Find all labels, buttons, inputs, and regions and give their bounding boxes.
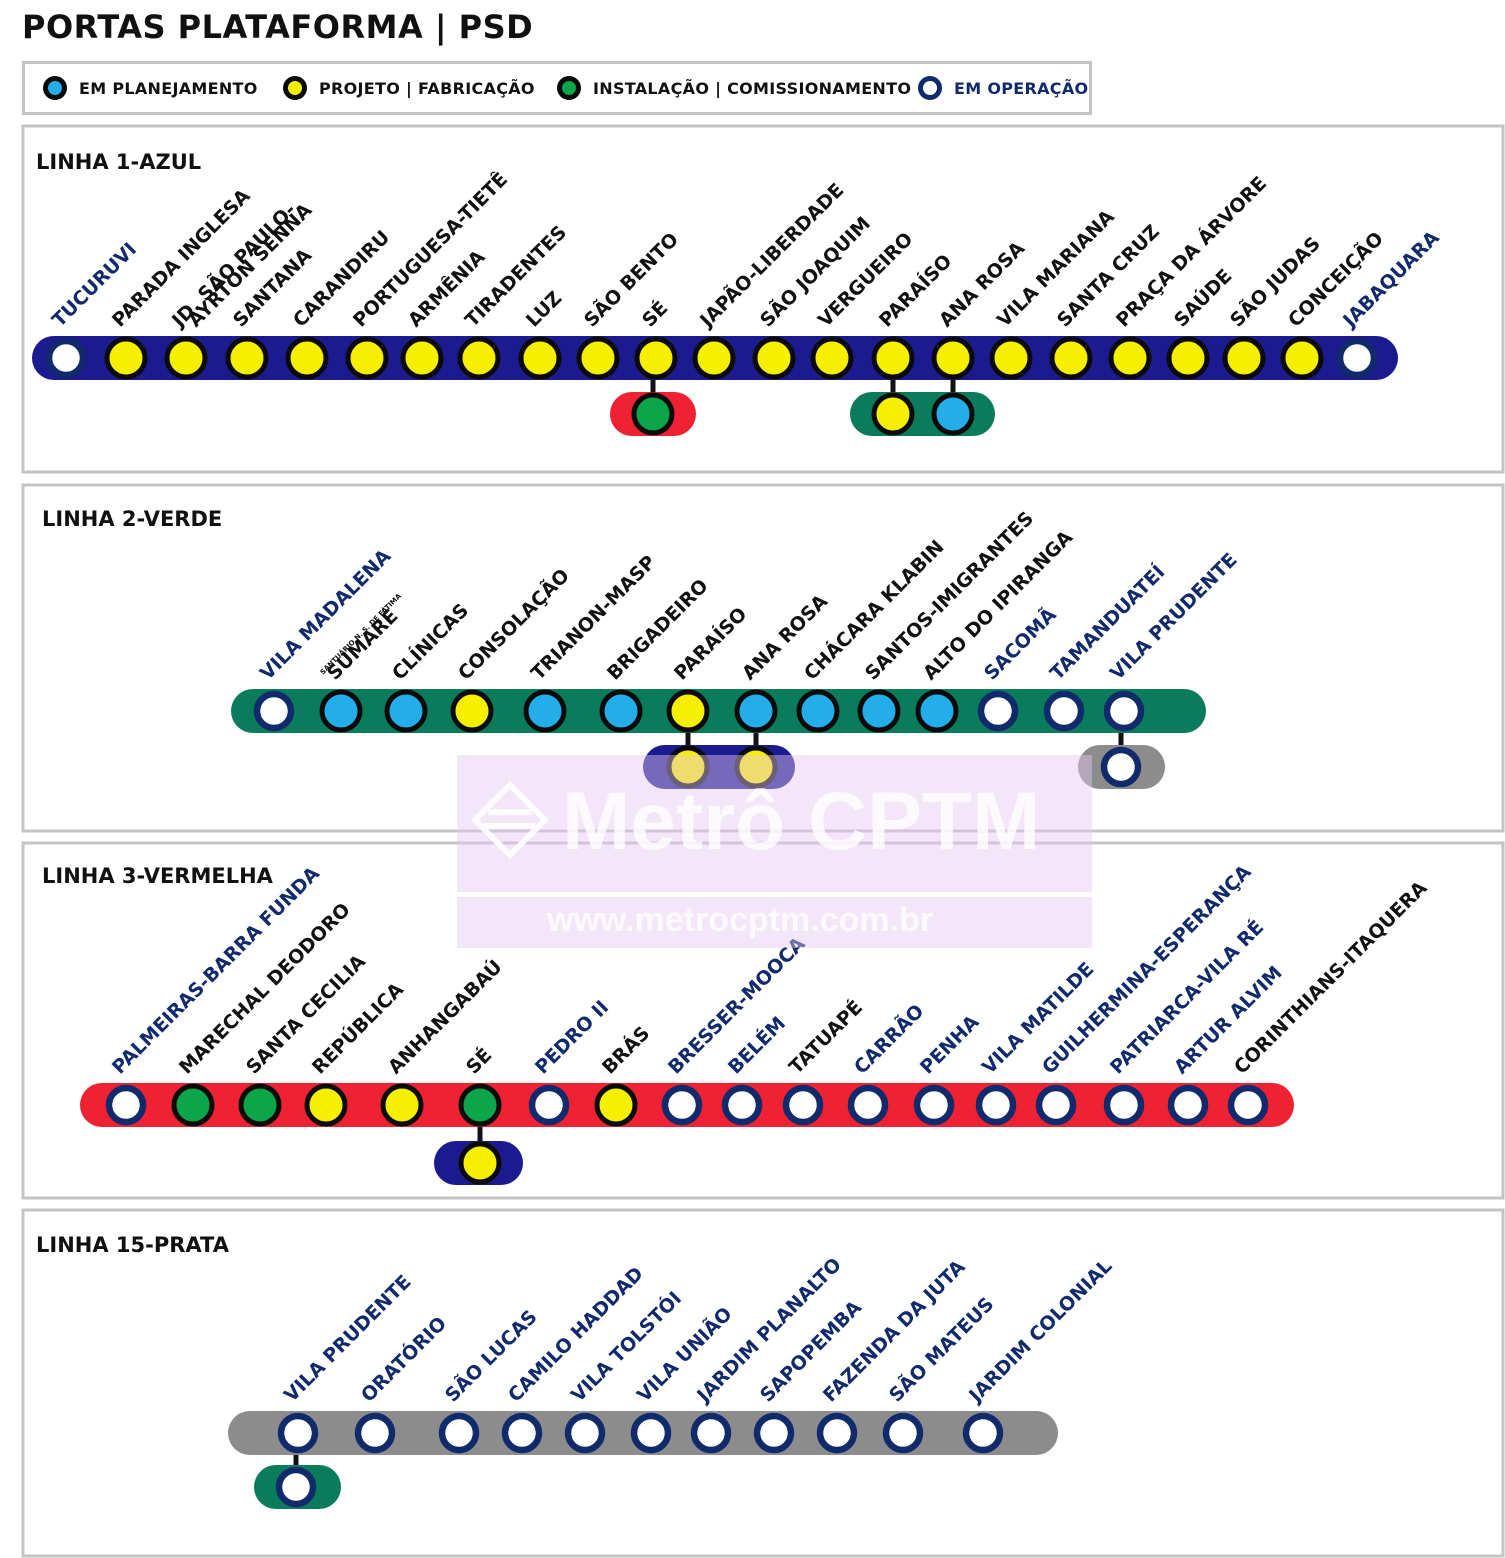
line-panel-border [21, 124, 1505, 474]
legend-item-project: PROJETO | FABRICAÇÃO [283, 64, 535, 112]
station-dot [458, 1083, 502, 1127]
station-dot [931, 336, 975, 380]
station-dot [1280, 336, 1324, 380]
station-dot [796, 689, 840, 733]
station-dot [238, 1083, 282, 1127]
station-dot [721, 1084, 763, 1126]
legend-label: INSTALAÇÃO | COMISSIONAMENTO [593, 78, 912, 98]
planning-status-icon [43, 76, 67, 100]
station-dot [962, 1412, 1004, 1454]
station-dot [847, 1084, 889, 1126]
station-dot [576, 336, 620, 380]
transfer-station-dot [871, 392, 915, 436]
station-dot [666, 689, 710, 733]
station-dot [438, 1412, 480, 1454]
legend-item-operation: EM OPERAÇÃO [918, 64, 1088, 112]
station-dot [105, 1084, 147, 1126]
project-status-icon [283, 76, 307, 100]
station-dot [1167, 1084, 1209, 1126]
station-dot [457, 336, 501, 380]
station-dot [1103, 690, 1145, 732]
station-dot [285, 336, 329, 380]
station-dot [380, 1083, 424, 1127]
station-dot [400, 336, 444, 380]
station-dot [171, 1083, 215, 1127]
station-dot [164, 336, 208, 380]
station-dot [661, 1084, 703, 1126]
station-dot [913, 1084, 955, 1126]
station-dot [915, 689, 959, 733]
station-dot [277, 1412, 319, 1454]
station-dot [782, 1084, 824, 1126]
legend-item-planning: EM PLANEJAMENTO [43, 64, 258, 112]
station-dot [734, 689, 778, 733]
line-title: LINHA 15-PRATA [36, 1233, 230, 1257]
station-dot [104, 336, 148, 380]
line-title: LINHA 1-AZUL [36, 150, 201, 174]
line-title: LINHA 2-VERDE [42, 507, 222, 531]
transfer-station-dot [631, 392, 675, 436]
station-dot [1035, 1084, 1077, 1126]
status-legend: EM PLANEJAMENTO PROJETO | FABRICAÇÃO INS… [22, 61, 1092, 115]
transfer-station-dot [666, 745, 710, 789]
station-dot [354, 1412, 396, 1454]
station-dot [1049, 336, 1093, 380]
station-dot [304, 1083, 348, 1127]
station-dot [253, 690, 295, 732]
station-dot [225, 336, 269, 380]
station-dot [1166, 336, 1210, 380]
station-dot [1222, 336, 1266, 380]
station-dot [977, 690, 1019, 732]
station-dot [630, 1412, 672, 1454]
station-dot [450, 689, 494, 733]
station-dot [384, 689, 428, 733]
station-dot [752, 336, 796, 380]
legend-label: EM OPERAÇÃO [954, 78, 1089, 98]
station-dot [810, 336, 854, 380]
station-dot [518, 336, 562, 380]
station-dot [975, 1084, 1017, 1126]
station-dot [345, 336, 389, 380]
station-dot [857, 689, 901, 733]
operation-status-icon [918, 76, 942, 100]
station-dot [634, 336, 678, 380]
page-title: PORTAS PLATAFORMA | PSD [22, 8, 534, 46]
station-dot [1108, 336, 1152, 380]
station-dot [523, 689, 567, 733]
station-dot [871, 336, 915, 380]
legend-label: EM PLANEJAMENTO [79, 78, 258, 98]
transfer-station-dot [734, 745, 778, 789]
station-dot [1227, 1084, 1269, 1126]
station-dot [816, 1412, 858, 1454]
legend-label: PROJETO | FABRICAÇÃO [319, 78, 535, 98]
station-dot [753, 1412, 795, 1454]
station-dot [501, 1412, 543, 1454]
station-dot [690, 1412, 732, 1454]
legend-item-install: INSTALAÇÃO | COMISSIONAMENTO [557, 64, 911, 112]
station-dot [594, 1083, 638, 1127]
station-dot [1336, 337, 1378, 379]
station-dot [692, 336, 736, 380]
transfer-station-dot [931, 392, 975, 436]
transfer-station-dot [1100, 746, 1142, 788]
station-dot [1043, 690, 1085, 732]
station-dot [1103, 1084, 1145, 1126]
station-dot [882, 1412, 924, 1454]
station-dot [528, 1084, 570, 1126]
station-dot [319, 689, 363, 733]
line-panel-border [21, 841, 1505, 1200]
station-dot [599, 689, 643, 733]
transfer-station-dot [275, 1466, 317, 1508]
line-title: LINHA 3-VERMELHA [42, 864, 274, 888]
transfer-station-dot [458, 1141, 502, 1185]
station-dot [989, 336, 1033, 380]
install-status-icon [557, 76, 581, 100]
station-dot [45, 337, 87, 379]
station-dot [564, 1412, 606, 1454]
